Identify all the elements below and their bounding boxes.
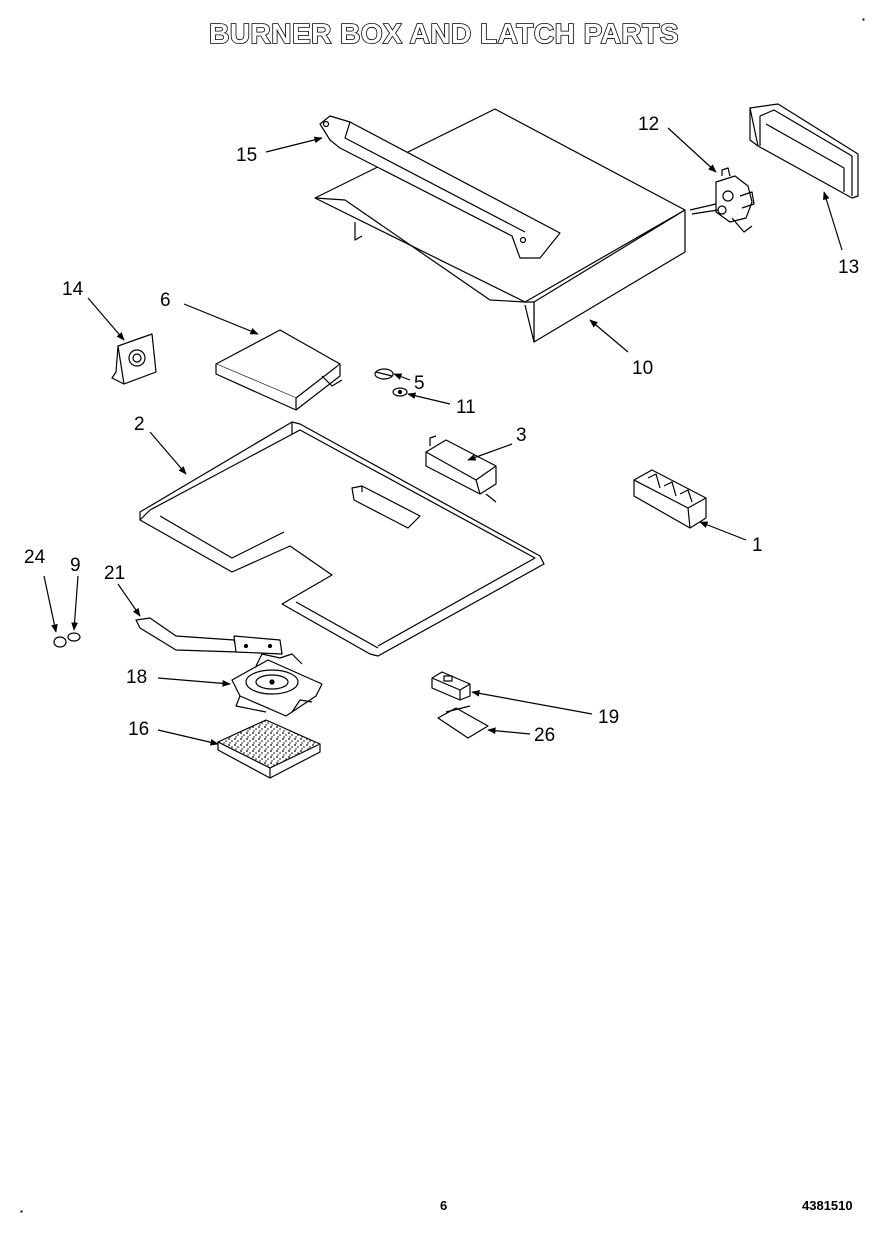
part-19-switch bbox=[431, 671, 471, 701]
part-3-bracket bbox=[425, 435, 497, 503]
callout-14: 14 bbox=[62, 279, 84, 300]
callout-1: 1 bbox=[752, 535, 763, 556]
leader-lines bbox=[43, 127, 843, 746]
part-14-bracket bbox=[111, 333, 157, 385]
part-12-valve bbox=[689, 167, 755, 233]
callout-24: 24 bbox=[24, 547, 46, 568]
part-5-clip bbox=[374, 368, 394, 380]
callout-16: 16 bbox=[128, 719, 149, 740]
callout-12: 12 bbox=[638, 114, 659, 135]
registration-mark-bottom: ▪ bbox=[20, 1207, 23, 1216]
callout-18: 18 bbox=[126, 667, 147, 688]
callout-19: 19 bbox=[598, 707, 619, 728]
part-16-insulation-pad bbox=[217, 719, 321, 779]
callout-3: 3 bbox=[516, 425, 527, 446]
part-21-latch-arm bbox=[135, 617, 283, 655]
callout-11: 11 bbox=[456, 397, 476, 418]
callout-5: 5 bbox=[414, 373, 425, 394]
page-title: BURNER BOX AND LATCH PARTS bbox=[208, 17, 679, 50]
part-13-bezel bbox=[749, 103, 859, 199]
part-6-panel bbox=[215, 329, 343, 411]
part-9-clip bbox=[67, 632, 81, 642]
callout-13: 13 bbox=[838, 257, 859, 278]
part-18-latch-assembly bbox=[231, 653, 323, 717]
callout-21: 21 bbox=[104, 563, 125, 584]
document-number: 4381510 bbox=[802, 1198, 853, 1213]
callout-2: 2 bbox=[134, 414, 145, 435]
callout-9: 9 bbox=[70, 555, 81, 576]
callout-6: 6 bbox=[160, 290, 171, 311]
part-1-bracket bbox=[633, 469, 707, 529]
callout-10: 10 bbox=[632, 358, 653, 379]
part-26-insulator bbox=[437, 705, 489, 739]
part-15-bracket bbox=[319, 115, 561, 259]
part-11-nut bbox=[392, 387, 408, 397]
callout-26: 26 bbox=[534, 725, 555, 746]
page-number: 6 bbox=[440, 1198, 448, 1213]
part-2-burner-box-base bbox=[139, 421, 545, 657]
registration-mark-top: ▪ bbox=[862, 15, 865, 24]
callout-labels: 15 12 13 14 6 10 5 11 2 3 1 24 9 21 18 1… bbox=[24, 114, 859, 746]
part-24-clip bbox=[53, 636, 67, 648]
callout-15: 15 bbox=[236, 145, 257, 166]
